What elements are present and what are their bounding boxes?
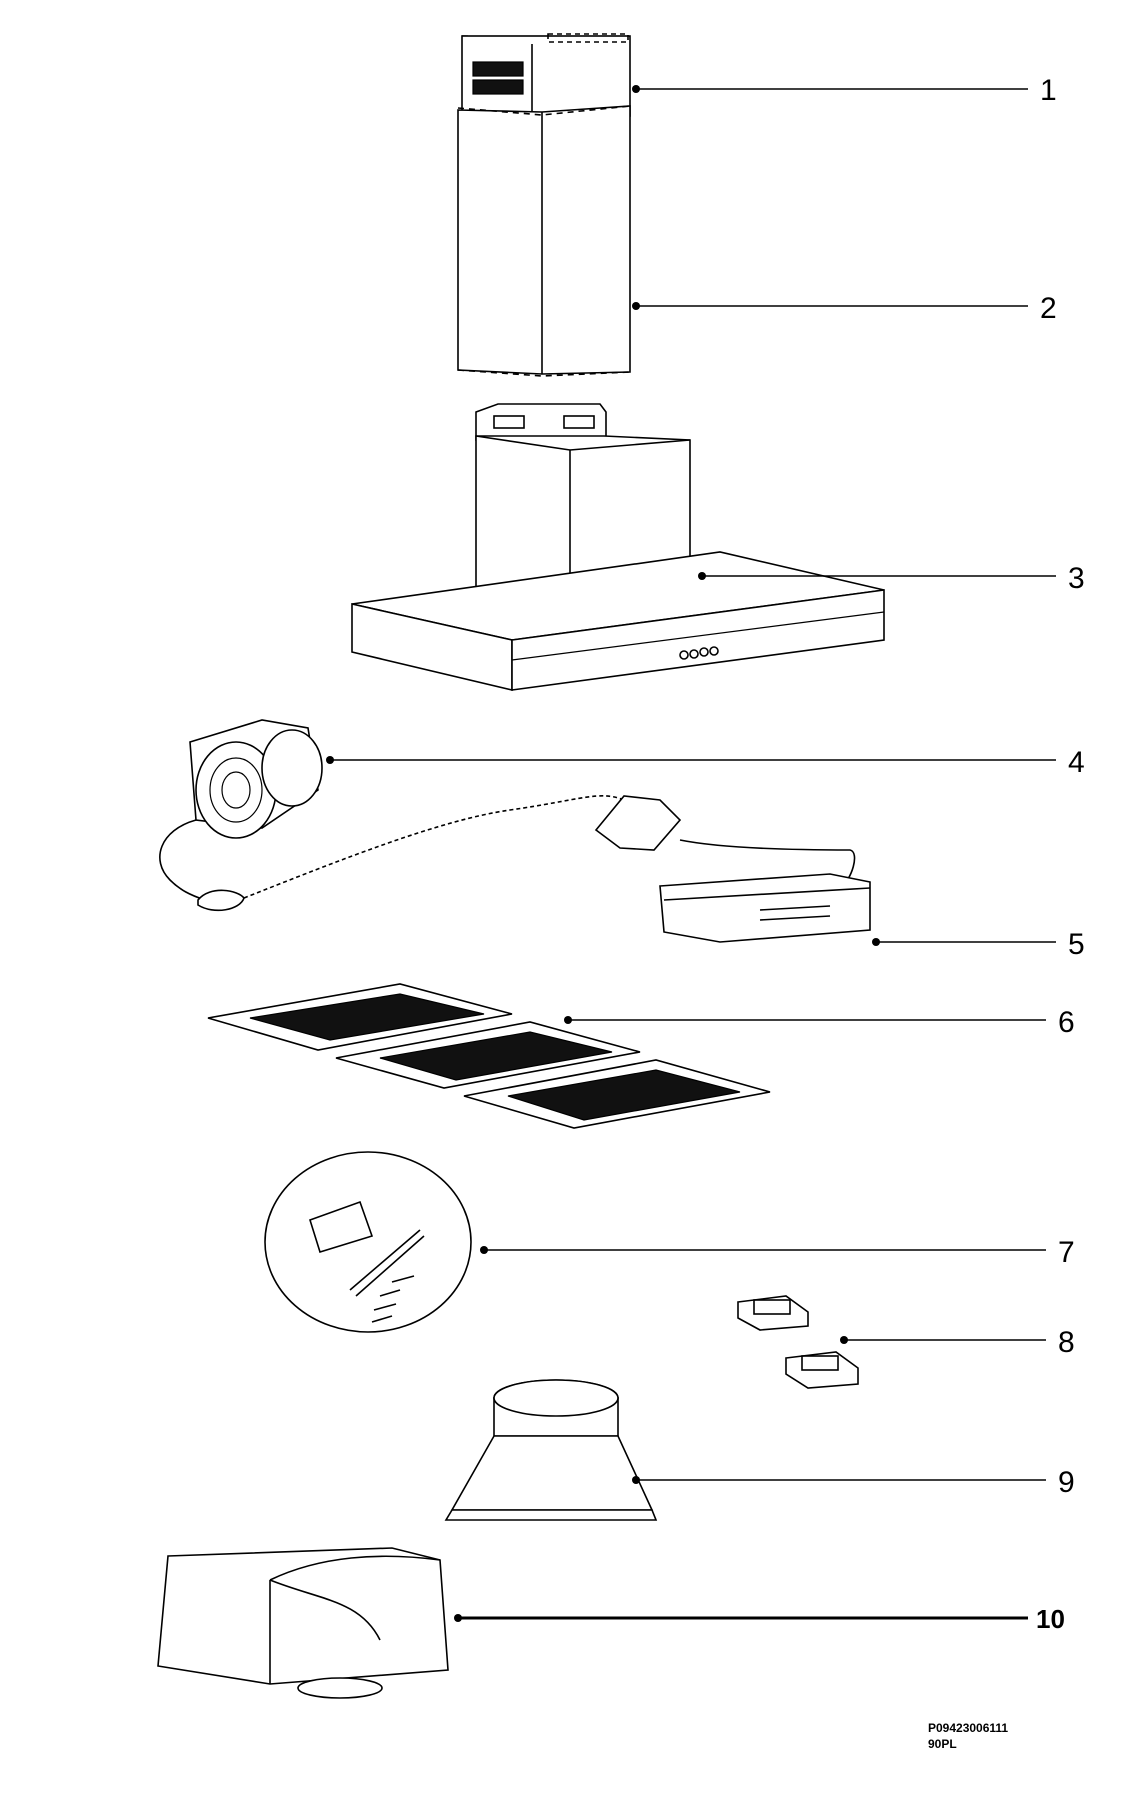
part-chimney-upper-cover	[461, 33, 631, 117]
part-control-module	[594, 795, 871, 943]
callout-4: 4	[1068, 746, 1085, 779]
part-fixing-kit	[264, 1151, 472, 1333]
part-duct-adapter	[444, 1379, 658, 1521]
callout-5: 5	[1068, 928, 1085, 961]
drawing-code-line-2: 90PL	[928, 1737, 957, 1751]
callout-9: 9	[1058, 1466, 1075, 1499]
callout-10: 10	[1036, 1604, 1065, 1634]
callout-8: 8	[1058, 1326, 1075, 1359]
callout-6: 6	[1058, 1006, 1075, 1039]
callout-leaders	[326, 85, 1056, 1622]
callout-7: 7	[1058, 1236, 1075, 1269]
callout-3: 3	[1068, 562, 1085, 595]
callout-2: 2	[1040, 292, 1057, 325]
callout-1: 1	[1040, 74, 1057, 107]
part-fan-motor	[159, 719, 625, 912]
drawing-code-line-1: P09423006111	[928, 1721, 1008, 1735]
part-chimney-lower-cover	[457, 105, 631, 377]
part-lamps	[737, 1295, 859, 1389]
part-grease-filters	[207, 983, 771, 1129]
part-hood-body	[351, 403, 885, 692]
part-duct-connector	[157, 1547, 449, 1699]
